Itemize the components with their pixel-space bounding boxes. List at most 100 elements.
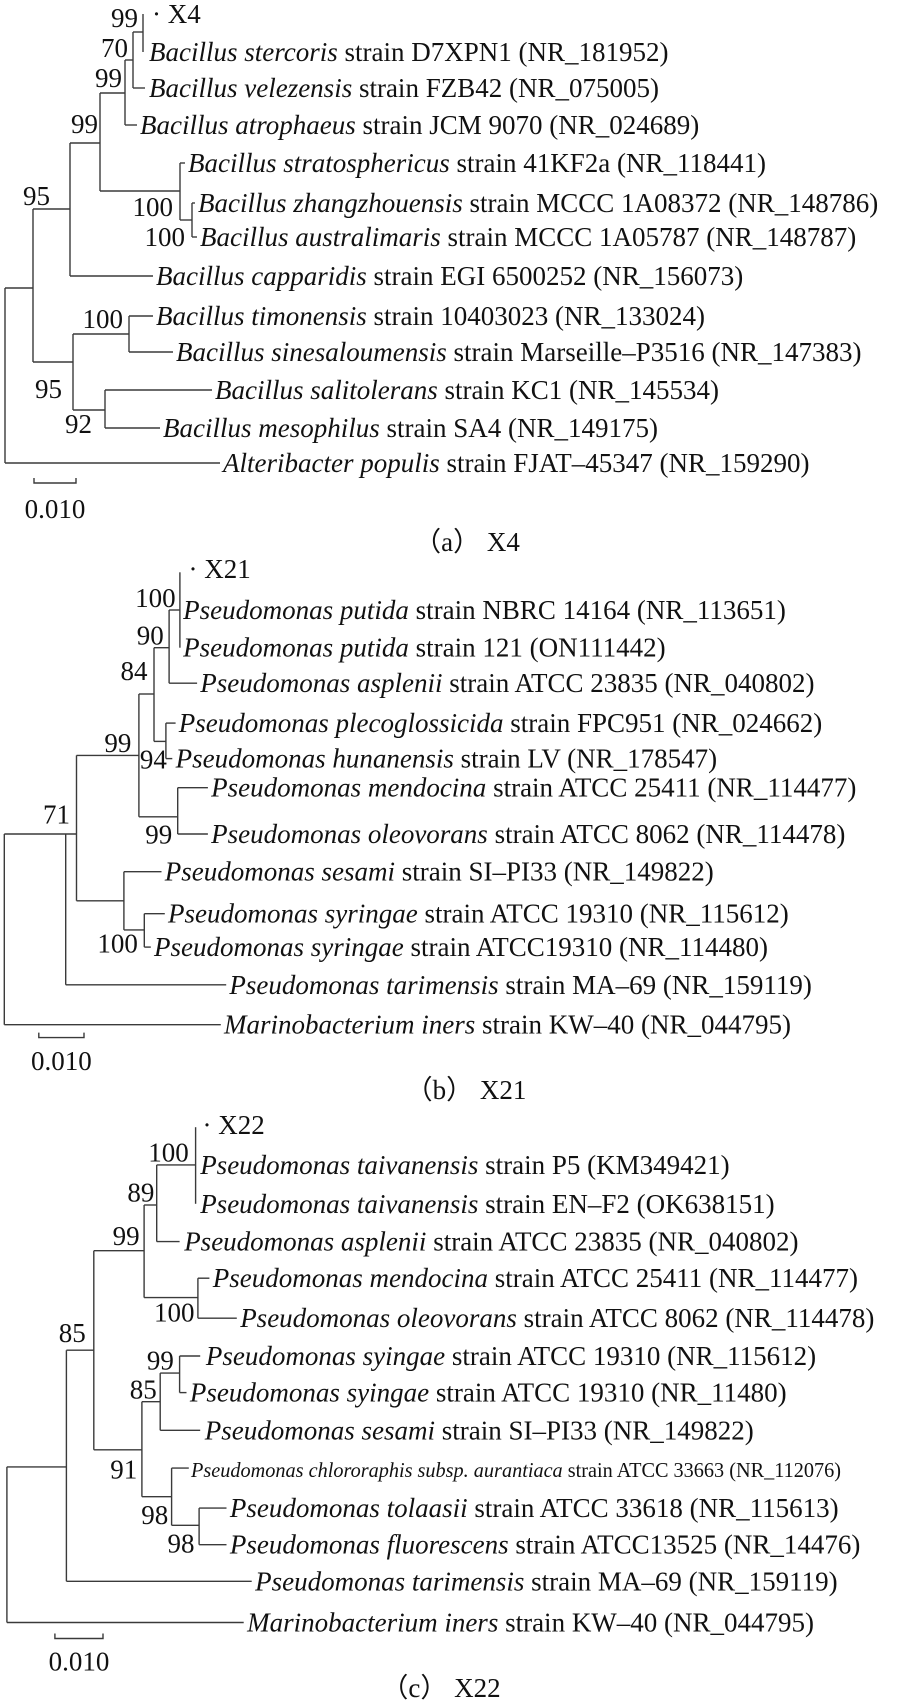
strain-accession: strain ATCC 33618 (NR_115613) [468, 1493, 839, 1523]
leaf-label: Pseudomonas tarimensis strain MA–69 (NR_… [228, 970, 811, 1000]
leaf-label: Pseudomonas sesami strain SI–PI33 (NR_14… [204, 1415, 754, 1445]
bootstrap-value: 100 [83, 304, 124, 334]
strain-accession: strain MCCC 1A08372 (NR_148786) [463, 188, 879, 218]
bootstrap-value: 99 [71, 109, 98, 139]
bootstrap-value: 100 [154, 1298, 195, 1328]
bootstrap-value: 98 [141, 1500, 168, 1530]
strain-accession: strain SI–PI33 (NR_149822) [435, 1415, 754, 1445]
taxon-name: Pseudomonas asplenii [199, 668, 442, 698]
taxon-name: Pseudomonas mendocina [212, 1263, 488, 1293]
bootstrap-value: 85 [130, 1374, 157, 1404]
leaf-label: Marinobacterium iners strain KW–40 (NR_0… [246, 1608, 814, 1638]
taxon-name: Marinobacterium iners [246, 1608, 498, 1638]
leaf-label: Pseudomonas syingae strain ATCC 19310 (N… [205, 1341, 816, 1371]
leaf-label: Pseudomonas tarimensis strain MA–69 (NR_… [254, 1566, 837, 1596]
bootstrap-value: 92 [65, 409, 92, 439]
leaf-label: Pseudomonas syringae strain ATCC 19310 (… [167, 899, 789, 929]
taxon-name: Pseudomonas syringae [167, 899, 418, 929]
leaf-label: Bacillus stratosphericus strain 41KF2a (… [188, 148, 766, 178]
leaf-label: Bacillus zhangzhouensis strain MCCC 1A08… [198, 188, 878, 218]
strain-accession: strain ATCC 19310 (NR_11480) [429, 1378, 787, 1408]
strain-accession: strain ATCC 8062 (NR_114478) [488, 819, 845, 849]
strain-accession: strain KW–40 (NR_044795) [475, 1010, 791, 1040]
leaf-label: Bacillus stercoris strain D7XPN1 (NR_181… [149, 37, 669, 67]
leaf-label: Pseudomonas taivanensis strain EN–F2 (OK… [199, 1189, 774, 1219]
taxon-name: Pseudomonas syingae [189, 1378, 429, 1408]
bootstrap-value: 100 [135, 583, 176, 613]
taxon-name: Marinobacterium iners [223, 1010, 475, 1040]
leaf-label: · X21 [189, 554, 251, 584]
leaf-label: Pseudomonas hunanensis strain LV (NR_178… [175, 744, 718, 774]
strain-accession: strain ATCC 19310 (NR_115612) [445, 1341, 816, 1371]
strain-accession: · X22 [203, 1110, 265, 1140]
strain-accession: strain ATCC 25411 (NR_114477) [486, 773, 856, 803]
taxon-name: Bacillus zhangzhouensis [198, 188, 463, 218]
taxon-name: Pseudomonas taivanensis [199, 1150, 478, 1180]
taxon-name: Bacillus salitolerans [215, 375, 438, 405]
taxon-name: Pseudomonas tolaasii [229, 1493, 468, 1523]
bootstrap-value: 100 [97, 929, 138, 959]
bootstrap-value: 94 [140, 744, 168, 774]
strain-accession: strain ATCC 8062 (NR_114478) [517, 1303, 875, 1333]
bootstrap-value: 99 [104, 728, 131, 758]
taxon-name: Pseudomonas oleovorans [239, 1303, 517, 1333]
taxon-name: Bacillus mesophilus [163, 413, 380, 443]
scale-bar-label: 0.010 [31, 1046, 92, 1076]
leaf-label: Bacillus velezensis strain FZB42 (NR_075… [149, 73, 659, 103]
leaf-label: Pseudomonas plecoglossicida strain FPC95… [178, 708, 823, 738]
strain-accession: strain JCM 9070 (NR_024689) [356, 110, 700, 140]
bootstrap-value: 70 [101, 33, 128, 63]
taxon-name: Pseudomonas fluorescens [229, 1530, 509, 1560]
strain-accession: strain ATCC 33663 (NR_112076) [563, 1458, 841, 1482]
scale-bar [33, 478, 77, 484]
taxon-name: Pseudomonas tarimensis [228, 970, 498, 1000]
leaf-label: Pseudomonas tolaasii strain ATCC 33618 (… [229, 1493, 839, 1523]
bootstrap-value: 99 [147, 1346, 174, 1376]
leaf-label: Bacillus capparidis strain EGI 6500252 (… [156, 261, 743, 291]
bootstrap-value: 95 [23, 181, 50, 211]
bootstrap-value: 71 [43, 799, 70, 829]
strain-accession: strain ATCC 19310 (NR_115612) [418, 899, 789, 929]
taxon-name: Bacillus capparidis [156, 261, 367, 291]
strain-accession: strain FZB42 (NR_075005) [352, 73, 659, 103]
leaf-label: Pseudomonas chlororaphis subsp. aurantia… [190, 1458, 841, 1482]
taxon-name: Pseudomonas mendocina [210, 773, 486, 803]
taxon-name: Bacillus velezensis [149, 73, 352, 103]
strain-accession: strain KC1 (NR_145534) [438, 375, 719, 405]
leaf-label: Pseudomonas asplenii strain ATCC 23835 (… [183, 1227, 798, 1257]
leaf-label: Pseudomonas mendocina strain ATCC 25411 … [212, 1263, 858, 1293]
strain-accession: strain D7XPN1 (NR_181952) [338, 37, 669, 67]
scale-bar [38, 1032, 85, 1039]
taxon-name: Pseudomonas syingae [205, 1341, 445, 1371]
tree-panel-a: · X4 Bacillus stercoris strain D7XPN1 (NR… [4, 0, 878, 524]
bootstrap-value: 100 [145, 222, 186, 252]
leaf-label: Pseudomonas oleovorans strain ATCC 8062 … [239, 1303, 874, 1333]
strain-accession: strain NBRC 14164 (NR_113651) [409, 595, 786, 625]
taxon-name: Bacillus stratosphericus [188, 148, 450, 178]
scale-bar-label: 0.010 [25, 494, 86, 524]
caption-a: （a） X4 [414, 527, 520, 557]
strain-accession: strain ATCC 23835 (NR_040802) [443, 668, 815, 698]
strain-accession: strain ATCC19310 (NR_114480) [404, 932, 768, 962]
strain-accession: strain KW–40 (NR_044795) [498, 1608, 814, 1638]
bootstrap-value: 90 [137, 621, 164, 651]
leaf-label: Pseudomonas syringae strain ATCC19310 (N… [153, 932, 768, 962]
strain-accession: strain SI–PI33 (NR_149822) [395, 857, 714, 887]
taxon-name: Pseudomonas taivanensis [199, 1189, 478, 1219]
taxon-name: Pseudomonas syringae [153, 932, 404, 962]
leaf-label: · X4 [152, 0, 201, 29]
taxon-name: Pseudomonas sesami [204, 1415, 435, 1445]
taxon-name: Pseudomonas sesami [164, 857, 395, 887]
leaf-label: · X22 [203, 1110, 265, 1140]
taxon-name: Bacillus atrophaeus [140, 110, 356, 140]
taxon-name: Pseudomonas oleovorans [210, 819, 488, 849]
taxon-name: Pseudomonas putida [182, 633, 409, 663]
strain-accession: strain ATCC13525 (NR_14476) [509, 1530, 861, 1560]
strain-accession: strain MCCC 1A05787 (NR_148787) [441, 222, 857, 252]
scale-bar [54, 1633, 104, 1640]
leaf-label: Pseudomonas taivanensis strain P5 (KM349… [199, 1150, 729, 1180]
leaf-label: Bacillus australimaris strain MCCC 1A057… [200, 222, 856, 252]
taxon-name: Pseudomonas asplenii [183, 1227, 426, 1257]
